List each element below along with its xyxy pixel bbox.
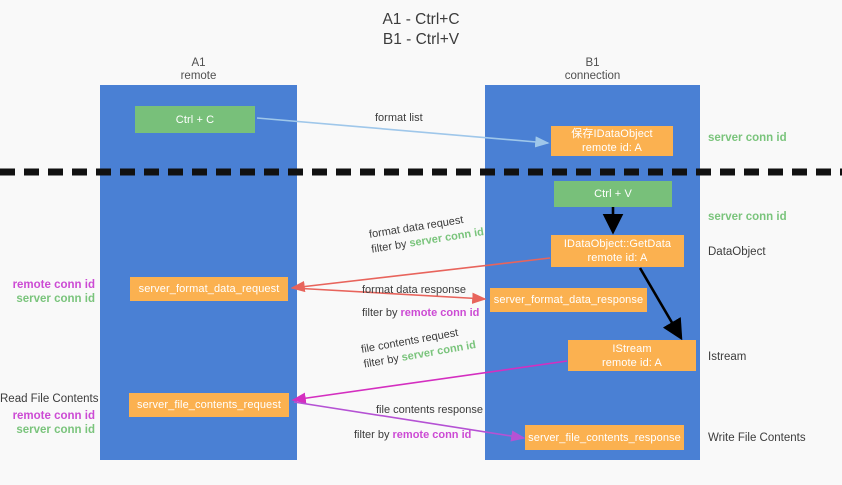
edge-label-file-contents-request: file contents request filter by server c… [360, 323, 477, 372]
box-ctrl-v-label: Ctrl + V [594, 188, 632, 200]
left-label-file-remote-conn: remote conn id [12, 410, 95, 422]
box-server-format-data-response[interactable]: server_format_data_response [490, 288, 647, 312]
box-istream-line2: remote id: A [602, 356, 662, 369]
filter-by-value-4: remote conn id [392, 429, 472, 441]
column-b1-sub: connection [564, 70, 621, 82]
left-label-format-remote-conn: remote conn id [12, 279, 95, 291]
column-header-b1: B1 connection [485, 57, 700, 83]
right-label-server-conn-2: server conn id [708, 211, 787, 223]
box-server-format-data-request-label: server_format_data_request [138, 283, 280, 295]
column-header-a1: A1 remote [100, 57, 297, 83]
box-getdata-line2: remote id: A [587, 252, 648, 264]
right-label-write-file-contents: Write File Contents [708, 432, 806, 444]
box-istream[interactable]: IStream remote id: A [568, 340, 696, 371]
filter-by-prefix-4: filter by [354, 429, 393, 441]
column-b1-name: B1 [585, 57, 600, 69]
box-ctrl-v[interactable]: Ctrl + V [554, 181, 672, 207]
box-save-idataobject[interactable]: 保存IDataObject remote id: A [551, 126, 673, 156]
box-istream-line1: IStream [612, 342, 652, 355]
column-a1-name: A1 [191, 57, 206, 69]
box-getdata-line1: IDataObject::GetData [563, 238, 672, 250]
filter-by-value-2: remote conn id [400, 307, 480, 319]
title-line-1: A1 - Ctrl+C [382, 11, 460, 28]
filter-by-prefix-2: filter by [362, 307, 401, 319]
box-ctrl-c-label: Ctrl + C [175, 113, 215, 126]
box-server-file-contents-response-label: server_file_contents_response [528, 431, 681, 444]
edge-label-file-contents-response-line2: filter by remote conn id [354, 428, 483, 443]
edge-label-file-contents-response-line1: file contents response [376, 404, 484, 416]
diagram-title: A1 - Ctrl+C B1 - Ctrl+V [0, 10, 842, 50]
right-label-dataobject: DataObject [708, 246, 766, 258]
box-getdata[interactable]: IDataObject::GetData remote id: A [551, 235, 684, 267]
column-a1-sub: remote [180, 70, 217, 82]
box-save-idataobject-line2: remote id: A [582, 142, 642, 154]
left-label-read-file-contents: Read File Contents [0, 393, 99, 405]
left-label-format-server-conn: server conn id [16, 293, 95, 305]
right-label-istream: Istream [708, 351, 747, 363]
box-server-format-data-request[interactable]: server_format_data_request [130, 277, 288, 301]
edge-label-file-contents-response: file contents response filter by remote … [354, 403, 483, 443]
edge-label-format-data-response-line1: format data response [362, 284, 466, 296]
edge-label-format-data-response-line2: filter by remote conn id [362, 306, 479, 321]
edge-label-format-list: format list [375, 112, 423, 124]
box-server-format-data-response-label: server_format_data_response [493, 294, 644, 306]
box-save-idataobject-line1: 保存IDataObject [571, 128, 653, 140]
edge-label-format-data-response: format data response filter by remote co… [362, 283, 479, 321]
box-server-file-contents-request-label: server_file_contents_request [136, 399, 282, 411]
box-server-file-contents-request[interactable]: server_file_contents_request [129, 393, 289, 417]
edge-label-format-data-request: format data request filter by server con… [368, 210, 485, 257]
box-server-file-contents-response[interactable]: server_file_contents_response [525, 425, 684, 450]
box-ctrl-c[interactable]: Ctrl + C [135, 106, 255, 133]
left-label-file-server-conn: server conn id [16, 424, 95, 436]
right-label-server-conn-1: server conn id [708, 132, 787, 144]
title-line-2: B1 - Ctrl+V [382, 31, 460, 48]
